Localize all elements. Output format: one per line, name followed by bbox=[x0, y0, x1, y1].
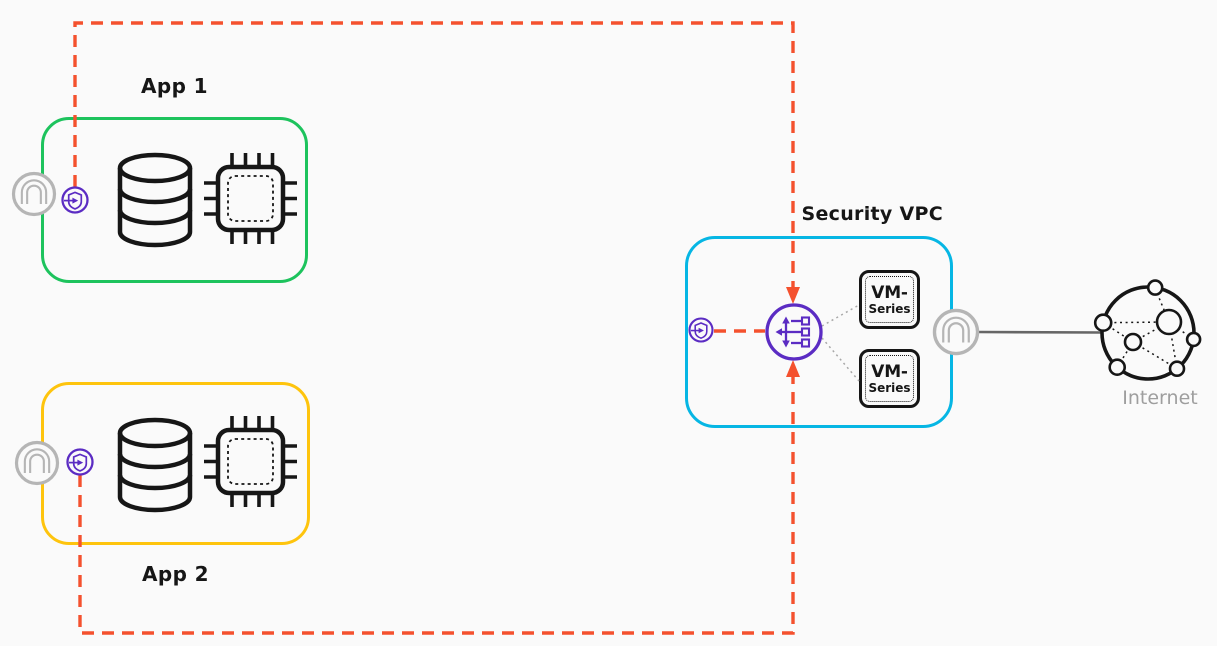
vm-series-label: VM- bbox=[871, 282, 908, 303]
internet-globe-icon bbox=[1093, 279, 1202, 381]
app1-label: App 1 bbox=[141, 74, 208, 98]
internet-label: Internet bbox=[1122, 387, 1198, 409]
vm-series-inner-frame: VM- Series bbox=[865, 355, 914, 402]
vm-series-firewall-1: VM- Series bbox=[859, 270, 920, 329]
vm-series-inner-frame: VM- Series bbox=[865, 276, 914, 323]
app2-vpc-box bbox=[41, 382, 310, 545]
vm-series-label: Series bbox=[868, 380, 911, 395]
vm-series-firewall-2: VM- Series bbox=[859, 349, 920, 408]
vm-series-label: Series bbox=[868, 301, 911, 316]
app2-label: App 2 bbox=[142, 562, 209, 586]
vm-series-label: VM- bbox=[871, 361, 908, 382]
security-vpc-label: Security VPC bbox=[801, 203, 943, 225]
vpc-to-internet-link bbox=[977, 330, 1102, 334]
app1-vpc-box bbox=[41, 117, 308, 283]
